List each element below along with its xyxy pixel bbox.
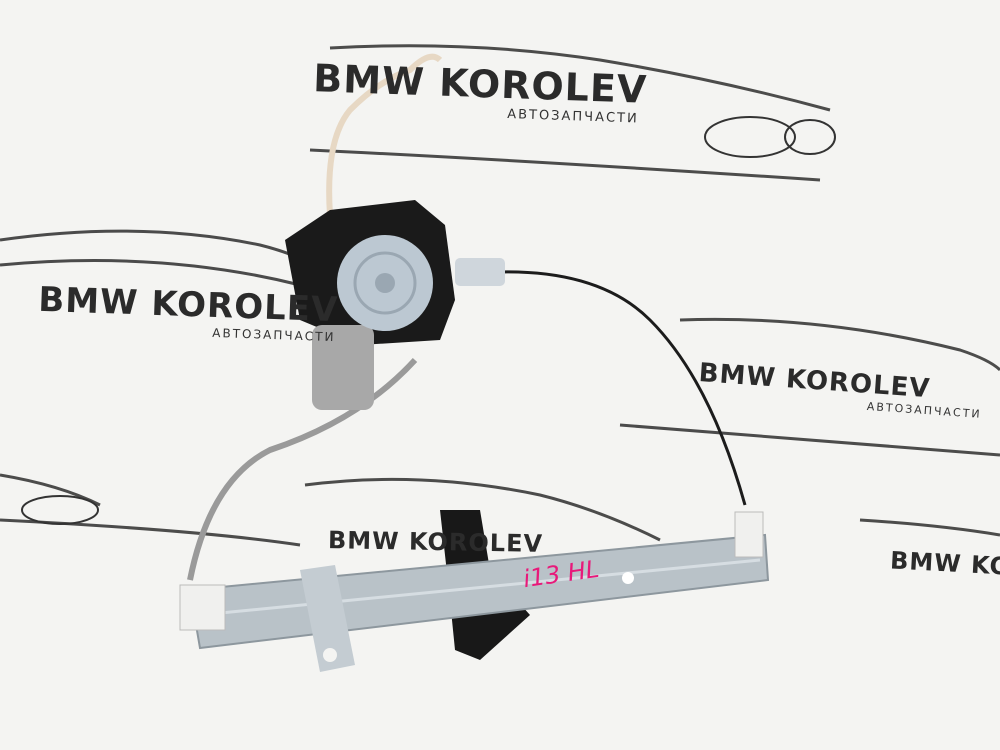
kidney-grille-watermark [21, 116, 836, 525]
rail-end-cap-right [734, 511, 764, 558]
watermark-2: BMW KOROLEV АВТОЗАПЧАСТИ [37, 280, 339, 344]
motor-cylinder [312, 325, 374, 410]
watermark-1: BMW KOROLEV АВТОЗАПЧАСТИ [312, 56, 648, 127]
watermark-4: BMW KOROLEV [328, 526, 544, 558]
watermark-brand: BMW KOROLEV [327, 526, 544, 558]
wire-harness [326, 53, 443, 216]
rail-end-cap-left [179, 584, 226, 631]
control-cable-black [499, 270, 747, 506]
bowden-cable-gray [187, 357, 418, 581]
cable-fitting [455, 258, 505, 286]
mounting-clip [300, 565, 355, 672]
